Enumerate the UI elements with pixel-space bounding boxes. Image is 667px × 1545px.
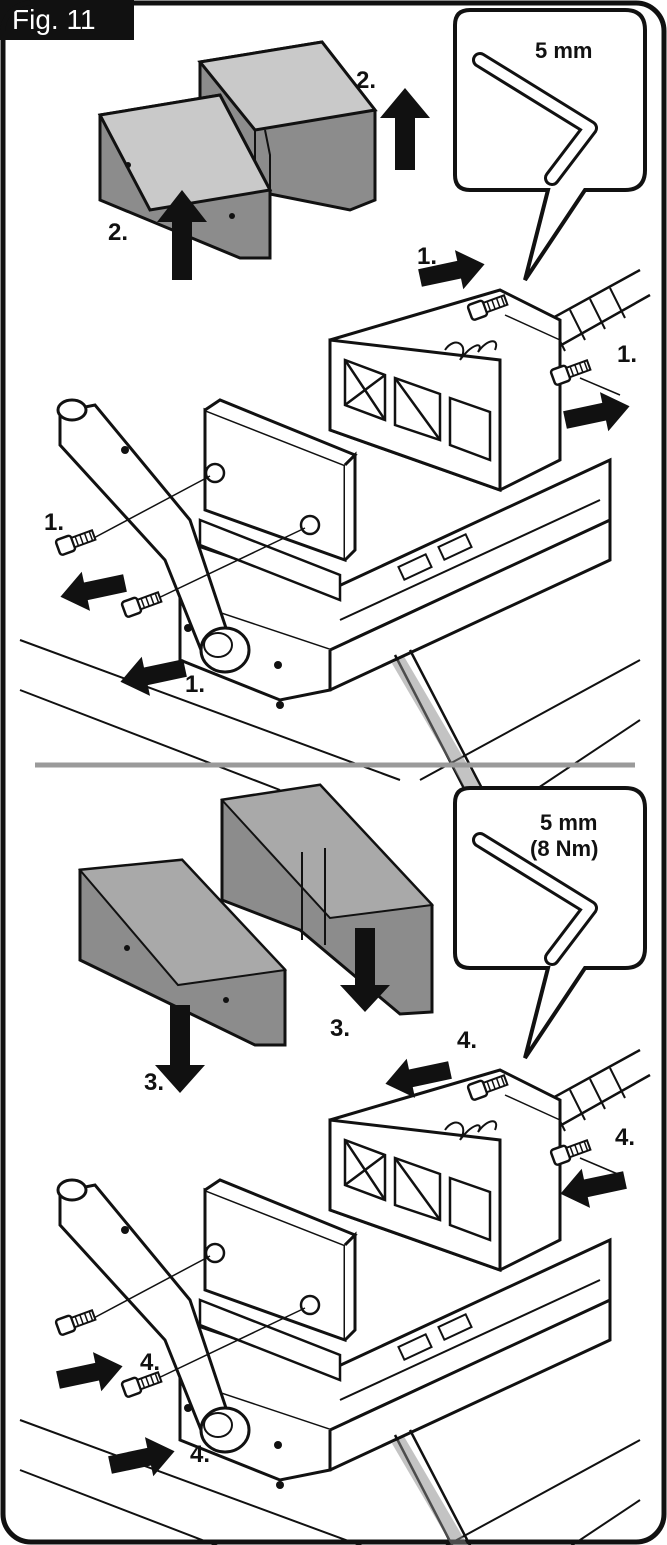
step-label: 4. — [190, 1441, 210, 1468]
arrow-icon — [556, 1160, 630, 1214]
bolt-icon — [54, 1306, 98, 1337]
arrow-icon — [56, 563, 130, 617]
step-label: 4. — [140, 1349, 160, 1376]
arrow-icon — [116, 648, 190, 702]
callout-box: 5 mm (8 Nm) — [453, 786, 647, 1060]
arrow-icon — [105, 1431, 179, 1485]
panel-assembly: 5 mm (8 Nm) 3. 3. — [20, 783, 650, 1545]
arrow-icon — [340, 928, 390, 1012]
bolt-icon — [120, 588, 164, 619]
step-label: 1. — [44, 509, 64, 536]
jaw-plate-icon — [97, 93, 273, 260]
step-label: 4. — [615, 1124, 635, 1151]
step-label: 1. — [617, 341, 637, 368]
vise-icon — [20, 270, 650, 800]
arrow-icon — [53, 1346, 127, 1400]
step-label: 3. — [144, 1069, 164, 1096]
arrow-icon — [560, 386, 634, 440]
step-label: 3. — [330, 1015, 350, 1042]
arrow-icon — [155, 1005, 205, 1093]
step-label: 2. — [356, 67, 376, 94]
callout-box: 5 mm — [453, 8, 647, 282]
wrench-size-label: 5 mm — [535, 38, 592, 63]
figure-label: Fig. 11 — [0, 0, 134, 40]
panel-disassembly: 5 mm 2. 2. — [20, 8, 650, 800]
wrench-size-label: 5 mm — [540, 810, 597, 835]
torque-label: (8 Nm) — [530, 836, 598, 861]
jaw-plate-icon — [219, 783, 435, 1016]
step-label: 4. — [457, 1027, 477, 1054]
step-label: 1. — [185, 671, 205, 698]
arrow-icon — [157, 190, 207, 280]
arrow-icon — [380, 88, 430, 170]
step-label: 1. — [417, 243, 437, 270]
step-label: 2. — [108, 219, 128, 246]
jaw-plate-icon — [77, 858, 288, 1047]
